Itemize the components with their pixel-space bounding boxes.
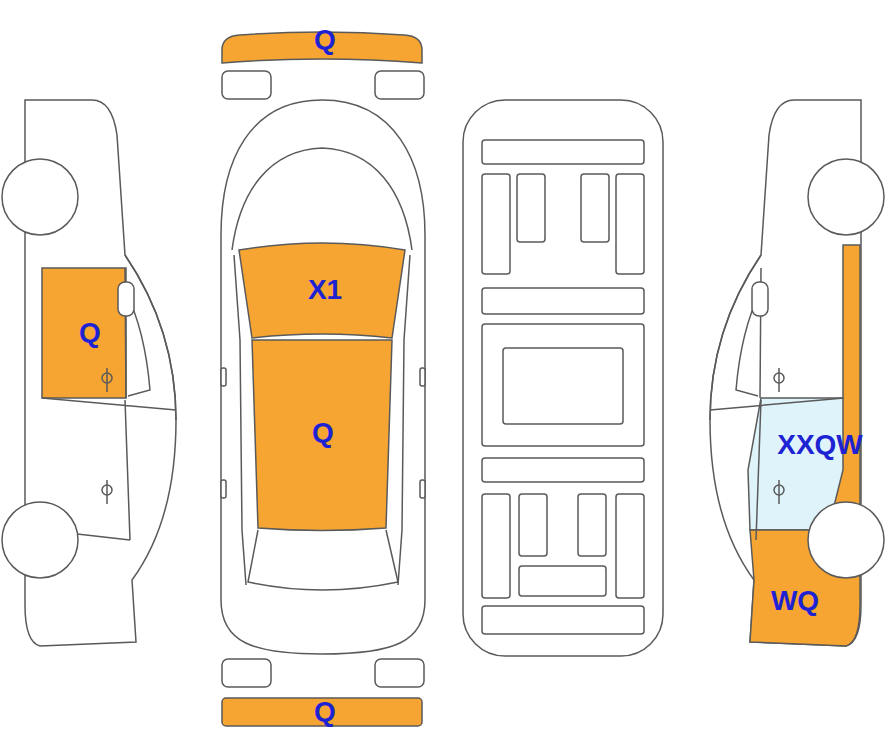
underbody [463, 100, 663, 656]
rear-window [248, 530, 398, 590]
rear-bumper [222, 698, 422, 726]
mirror [221, 368, 226, 386]
taillight [375, 659, 424, 687]
car-left-side [2, 100, 176, 646]
left-front-door [42, 268, 126, 398]
taillight [222, 659, 271, 687]
part-label: Q [314, 26, 336, 54]
part-label: XXQW [777, 431, 863, 459]
car-top-body [221, 100, 425, 654]
headlight [222, 71, 271, 99]
part-label: X1 [308, 276, 342, 304]
roof [252, 340, 392, 531]
windshield [239, 243, 405, 338]
part-label: Q [312, 419, 334, 447]
car-right-side [710, 100, 884, 646]
part-label: Q [79, 319, 101, 347]
handle [420, 480, 425, 498]
part-label: WQ [771, 587, 819, 615]
mirror [420, 368, 425, 386]
handle [221, 480, 226, 498]
headlight [375, 71, 424, 99]
side-line [234, 255, 410, 585]
part-label: Q [314, 698, 336, 726]
hood-line [232, 148, 412, 250]
